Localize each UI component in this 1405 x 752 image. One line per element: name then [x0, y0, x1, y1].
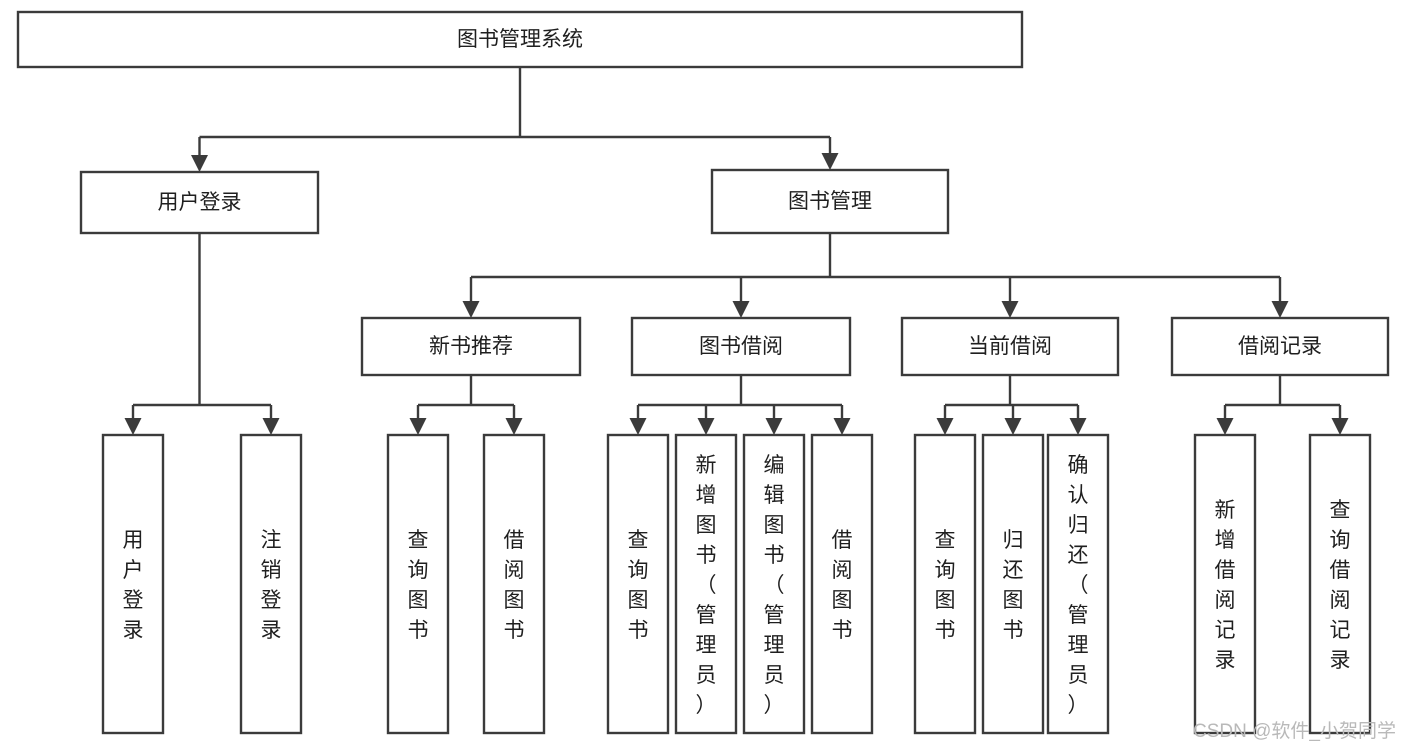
node-root-label: 图书管理系统 — [457, 28, 583, 51]
node-leaf-add-book-box[interactable] — [674, 433, 738, 735]
connector-arrow-icon — [833, 418, 851, 435]
node-leaf-borrow-book-1-box[interactable] — [482, 433, 546, 735]
node-root-box[interactable] — [16, 10, 1024, 69]
connector-arrow-icon — [936, 418, 954, 435]
connector-arrow-icon — [191, 155, 208, 172]
node-leaf-add-book-label: 新增图书（管理员） — [696, 454, 717, 717]
node-leaf-query-book-2-box[interactable] — [606, 433, 670, 735]
node-leaf-query-book-1-label: 查询图书 — [408, 529, 429, 642]
node-user-login-box[interactable] — [79, 170, 320, 235]
node-book-management-box[interactable] — [710, 168, 950, 235]
connector-arrow-icon — [1001, 301, 1019, 318]
node-leaf-edit-book-label: 编辑图书（管理员） — [764, 454, 785, 717]
node-leaf-query-book-2-label: 查询图书 — [628, 529, 649, 642]
node-book-borrow-box[interactable] — [630, 316, 852, 377]
node-leaf-logout-label: 注销登录 — [261, 529, 282, 642]
node-leaf-return-book-box[interactable] — [981, 433, 1045, 735]
connector-arrow-icon — [1004, 418, 1022, 435]
node-leaf-query-record-label: 查询借阅记录 — [1330, 499, 1351, 672]
node-borrow-record-label: 借阅记录 — [1238, 335, 1322, 358]
connector-arrow-icon — [1216, 418, 1234, 435]
node-leaf-return-book-label: 归还图书 — [1003, 529, 1024, 642]
connector-arrow-icon — [462, 301, 480, 318]
node-leaf-user-login-label: 用户登录 — [123, 529, 144, 642]
node-leaf-add-record-box[interactable] — [1193, 433, 1257, 735]
node-leaf-logout-box[interactable] — [239, 433, 303, 735]
node-current-borrow-label: 当前借阅 — [968, 335, 1052, 358]
node-leaf-borrow-book-2-box[interactable] — [810, 433, 874, 735]
node-book-management-label: 图书管理 — [788, 190, 872, 213]
connector-arrow-icon — [124, 418, 142, 435]
connector-arrow-icon — [409, 418, 427, 435]
node-leaf-borrow-book-2-label: 借阅图书 — [832, 529, 853, 642]
node-leaf-borrow-book-1-label: 借阅图书 — [504, 529, 525, 642]
node-user-login-label: 用户登录 — [158, 191, 242, 214]
node-leaf-query-book-1-box[interactable] — [386, 433, 450, 735]
connector-arrow-icon — [629, 418, 647, 435]
node-book-borrow-label: 图书借阅 — [699, 335, 783, 358]
connector-arrow-icon — [697, 418, 715, 435]
connector-arrow-icon — [505, 418, 523, 435]
connector-arrow-icon — [1069, 418, 1087, 435]
node-leaf-add-record-label: 新增借阅记录 — [1215, 499, 1236, 672]
connector-arrow-icon — [821, 153, 839, 170]
node-leaf-edit-book-box[interactable] — [742, 433, 806, 735]
node-leaf-query-book-3-label: 查询图书 — [935, 529, 956, 642]
connector-arrow-icon — [732, 301, 750, 318]
connector-arrow-icon — [765, 418, 783, 435]
node-leaf-confirm-return-label: 确认归还（管理员） — [1068, 454, 1089, 717]
node-leaf-query-record-box[interactable] — [1308, 433, 1372, 735]
node-leaf-user-login-box[interactable] — [101, 433, 165, 735]
connector-arrow-icon — [262, 418, 280, 435]
node-leaf-query-book-3-box[interactable] — [913, 433, 977, 735]
connector-arrow-icon — [1331, 418, 1349, 435]
connector-arrow-icon — [1271, 301, 1289, 318]
watermark-label: CSDN @软件_小贺同学 — [1193, 720, 1396, 742]
node-borrow-record-box[interactable] — [1170, 316, 1390, 377]
node-leaf-confirm-return-box[interactable] — [1046, 433, 1110, 735]
node-new-book-recommend-label: 新书推荐 — [429, 335, 513, 358]
